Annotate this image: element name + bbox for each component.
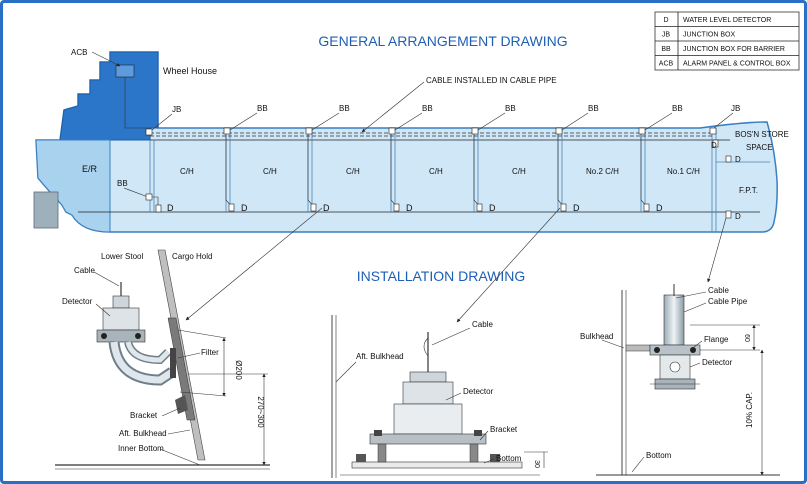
hold-no1: No.1 C/H — [667, 167, 700, 176]
legend-desc-bb: JUNCTION BOX FOR BARRIER — [683, 46, 785, 53]
d-label-bosn: D — [735, 155, 741, 164]
jb-fwd-box — [709, 127, 717, 135]
bb-label: BB — [339, 104, 350, 113]
bb-label: BB — [588, 104, 599, 113]
jb-fwd-label: JB — [731, 104, 740, 113]
legend-table: D WATER LEVEL DETECTOR JB JUNCTION BOX B… — [654, 11, 800, 71]
d-label: D — [489, 203, 496, 213]
hold-2: C/H BB D — [263, 104, 350, 213]
detail-mid: Cable Aft. Bulkhead Detector Bracket Bot… — [331, 315, 548, 478]
legend-desc-acb: ALARM PANEL & CONTROL BOX — [683, 61, 791, 68]
legend-desc-d: WATER LEVEL DETECTOR — [683, 17, 771, 24]
d-label: D — [323, 203, 330, 213]
jb-aft-label: JB — [172, 105, 181, 114]
dim-cap-label: 10% CAP. — [745, 392, 754, 428]
bb-label: BB — [422, 104, 433, 113]
mid-aft-bulkhead-label: Aft. Bulkhead — [356, 352, 404, 361]
mid-cable-label: Cable — [472, 320, 493, 329]
ship-hull — [33, 51, 778, 233]
acb-label: ACB — [71, 48, 87, 57]
detail-right: Cable Cable Pipe Bulkhead Flange Detecto… — [580, 284, 780, 476]
bb-label: BB — [672, 104, 683, 113]
lower-stool-label: Lower Stool — [101, 252, 143, 261]
inner-bottom-label: Inner Bottom — [118, 444, 164, 453]
cargo-hold-label: Cargo Hold — [172, 252, 212, 261]
hold-label: C/H — [429, 167, 443, 176]
hold-label: No.1 C/H — [667, 167, 700, 176]
d-label: D — [241, 203, 248, 213]
right-bottom-label: Bottom — [646, 451, 672, 460]
detail-left: Lower Stool Cargo Hold Cable Detector Fi… — [55, 249, 270, 470]
dim-200-label: Ø200 — [234, 360, 243, 380]
bb-label: BB — [257, 104, 268, 113]
hold-label: C/H — [346, 167, 360, 176]
jb-aft-box — [145, 128, 153, 136]
d-label-er: D — [167, 203, 174, 213]
left-aft-bulkhead-label: Aft. Bulkhead — [119, 429, 167, 438]
fpt-label: F.P.T. — [739, 186, 758, 195]
d-label: D — [573, 203, 580, 213]
mid-bracket-label: Bracket — [490, 425, 518, 434]
legend-code-acb: ACB — [659, 61, 674, 68]
hold-no2: No.2 C/H BB D — [586, 104, 683, 213]
installation-title: INSTALLATION DRAWING — [357, 268, 526, 284]
hold-1: C/H BB D — [180, 104, 268, 213]
left-cable-label: Cable — [74, 266, 95, 275]
legend-desc-jb: JUNCTION BOX — [683, 32, 735, 39]
dim-60-label: 60 — [743, 334, 750, 342]
bosn-store-label: BOS'N STORE — [735, 130, 789, 139]
cable-callout-label: CABLE INSTALLED IN CABLE PIPE — [426, 76, 557, 85]
hold-3: C/H BB D — [346, 104, 433, 213]
hold-5: C/H BB D — [512, 104, 599, 213]
legend-code-d: D — [663, 17, 668, 24]
d-label-fpt: D — [735, 212, 741, 221]
d-label-fwd: D — [711, 141, 717, 150]
general-arrangement-title: GENERAL ARRANGEMENT DRAWING — [318, 33, 567, 49]
legend-code-bb: BB — [661, 46, 671, 53]
left-detector-label: Detector — [62, 297, 93, 306]
dim-270-label: 270~300 — [256, 396, 265, 428]
hold-label: C/H — [263, 167, 277, 176]
d-label: D — [656, 203, 663, 213]
hold-4: C/H BB D — [429, 104, 516, 213]
bosn-space-label: SPACE — [746, 143, 773, 152]
d-label: D — [406, 203, 413, 213]
hold-label: C/H — [512, 167, 526, 176]
bb-label: BB — [505, 104, 516, 113]
acb-panel-icon — [115, 64, 135, 78]
flange-label: Flange — [704, 335, 729, 344]
right-cable-label: Cable — [708, 286, 729, 295]
mid-bottom-label: Bottom — [496, 454, 522, 463]
mid-detector-label: Detector — [463, 387, 494, 396]
right-bulkhead-label: Bulkhead — [580, 332, 613, 341]
wheel-house-label: Wheel House — [163, 66, 217, 76]
right-detector-label: Detector — [702, 358, 733, 367]
hold-label: No.2 C/H — [586, 167, 619, 176]
cable-pipe-label: Cable Pipe — [708, 297, 748, 306]
hold-label: C/H — [180, 167, 194, 176]
legend-code-jb: JB — [662, 32, 671, 39]
filter-label: Filter — [201, 348, 219, 357]
left-bracket-label: Bracket — [130, 411, 158, 420]
bb-er-label: BB — [117, 179, 128, 188]
dim-30-label: 30 — [533, 460, 540, 468]
engine-room-label: E/R — [82, 164, 98, 174]
